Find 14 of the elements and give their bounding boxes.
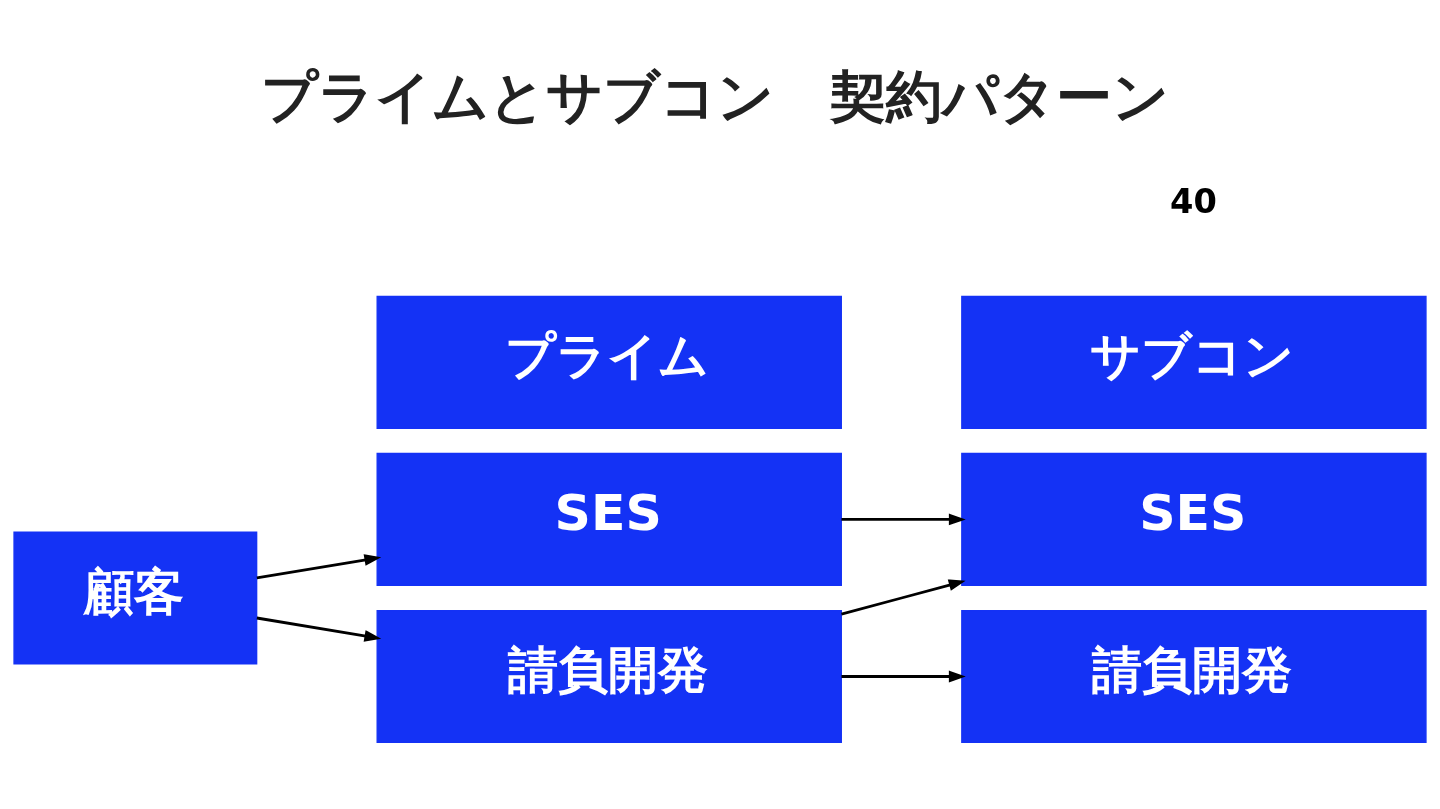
node-box: 顧客	[13, 531, 258, 665]
node-box: SES	[961, 452, 1427, 587]
arrow	[256, 554, 382, 580]
node-box: プライム	[376, 295, 842, 430]
node-box: サブコン	[961, 295, 1427, 430]
node-box: 請負開発	[961, 609, 1427, 744]
arrow	[841, 670, 966, 683]
arrow	[841, 579, 966, 616]
arrow	[256, 616, 382, 642]
node-box: 請負開発	[376, 609, 842, 744]
label: 40	[1170, 181, 1217, 221]
arrow	[841, 513, 966, 526]
diagram-title: プライムとサブコン 契約パターン	[260, 63, 1169, 129]
node-box: SES	[376, 452, 842, 587]
